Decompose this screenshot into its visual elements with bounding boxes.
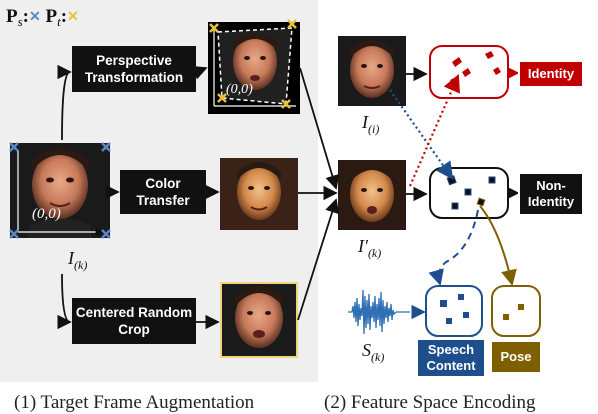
perspective-face [208,22,300,114]
input-face [10,143,110,238]
random-crop-face [220,282,298,358]
perspective-origin-label: (0,0) [226,82,253,97]
target-points [209,19,297,109]
identity-space [429,45,520,99]
input-frame-label: I(k) [68,248,88,272]
perspective-transformation-box: Perspective Transformation [72,46,196,92]
non-identity-space [429,167,520,219]
pose-label-box: Pose [490,340,542,374]
speech-content-label-box: Speech Content [416,338,486,378]
source-points [9,142,111,239]
color-transfer-box: Color Transfer [120,170,206,214]
identity-face [338,36,406,106]
augmented-frame-label: I′(k) [358,236,382,260]
point-legend: Ps:✕ Pt:✕ [6,6,79,29]
identity-label-box: Identity [518,60,584,88]
target-marker-icon: ✕ [67,10,79,25]
encoding-caption: (2) Feature Space Encoding [324,392,536,413]
pose-space [491,285,541,337]
source-marker-icon: ✕ [29,10,41,25]
augmented-face [338,160,406,230]
audio-waveform [348,289,410,335]
non-identity-label-box: Non-Identity [518,172,584,216]
centered-random-crop-box: Centered Random Crop [72,298,196,344]
audio-label: S(k) [362,340,385,364]
input-axes [17,150,106,237]
identity-frame-label: I(i) [362,112,380,136]
augmentation-arrows [57,64,340,330]
input-origin-label: (0,0) [32,206,61,222]
speech-space [425,285,483,337]
encoding-arrows [389,66,517,320]
color-transfer-face [220,158,298,230]
augmentation-caption: (1) Target Frame Augmentation [14,392,255,413]
